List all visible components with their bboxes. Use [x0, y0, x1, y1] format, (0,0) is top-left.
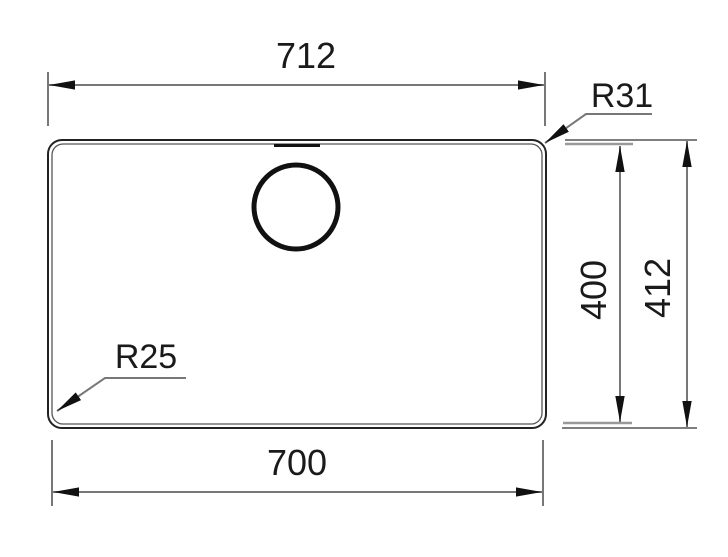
drain-circle [251, 162, 341, 252]
outer-radius-label: R31 [591, 77, 653, 115]
inner-radius-label: R25 [115, 338, 177, 376]
overflow-slot [274, 144, 320, 147]
sink-outline [47, 139, 547, 429]
top-width-label: 712 [276, 35, 336, 76]
inner-height-label: 400 [573, 260, 614, 320]
outer-radius-callout: R31 [544, 77, 653, 144]
bottom-width-dimension: 700 [51, 440, 544, 506]
inner-radius-callout: R25 [56, 338, 186, 412]
outer-height-label: 412 [637, 258, 678, 318]
outer-height-dimension: 412 [637, 141, 692, 427]
top-width-dimension: 712 [47, 35, 546, 126]
inner-height-dimension: 400 [573, 146, 625, 422]
bottom-width-label: 700 [267, 442, 327, 483]
